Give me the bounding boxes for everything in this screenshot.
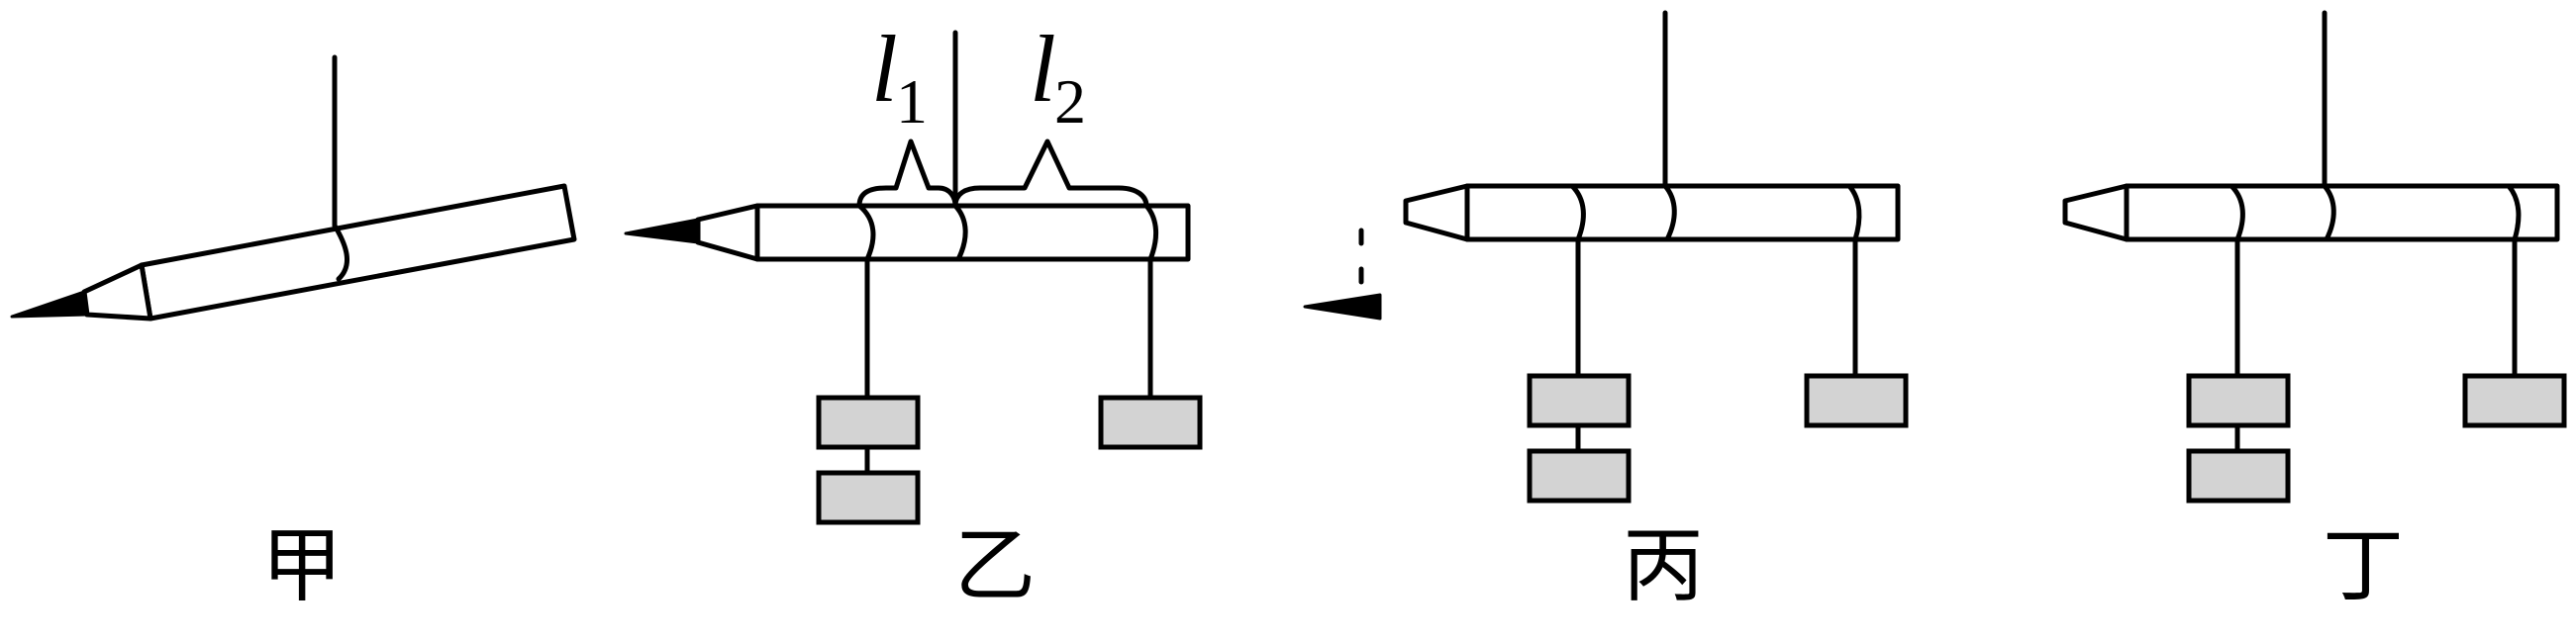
weight-box bbox=[816, 395, 921, 450]
pencil-body bbox=[754, 203, 1191, 262]
pencil-tip bbox=[10, 290, 89, 319]
figure-jia bbox=[10, 54, 577, 322]
caption-yi: 乙 bbox=[954, 519, 1036, 613]
pencil-cone-stub bbox=[1403, 183, 1470, 242]
broken-tip bbox=[1303, 293, 1382, 321]
caption-jia: 甲 bbox=[261, 519, 343, 613]
weight-box bbox=[2186, 373, 2291, 428]
figure-ding bbox=[2062, 10, 2567, 504]
weight-box bbox=[816, 470, 921, 525]
weight-box bbox=[2186, 448, 2291, 504]
pencil-cone bbox=[695, 203, 760, 262]
weight-box bbox=[1098, 395, 1203, 450]
string-loop bbox=[952, 203, 968, 262]
figure-yi: l 1 l 2 bbox=[624, 16, 1203, 525]
string-loop bbox=[2322, 183, 2336, 242]
caption-ding: 丁 bbox=[2323, 519, 2404, 613]
label-l2-subscript: 2 bbox=[1054, 66, 1086, 137]
label-l1-subscript: 1 bbox=[896, 66, 928, 137]
pencil-body bbox=[139, 183, 577, 322]
bracket-l1 bbox=[856, 138, 958, 209]
string-loop bbox=[1662, 183, 1677, 242]
pencil-cone-stub bbox=[2062, 183, 2130, 242]
string-loop bbox=[1143, 203, 1158, 262]
label-l2-symbol: l bbox=[1030, 16, 1056, 122]
pencil-tip bbox=[624, 218, 700, 244]
pencil-body bbox=[2124, 183, 2560, 242]
pencil-cone bbox=[81, 262, 153, 322]
string-loop bbox=[856, 203, 876, 262]
weight-box bbox=[2462, 373, 2567, 428]
pencil-body bbox=[1464, 183, 1901, 242]
caption-bing: 丙 bbox=[1623, 519, 1704, 613]
string-loop bbox=[332, 223, 349, 282]
string-loop bbox=[1569, 183, 1586, 242]
weight-box bbox=[1527, 448, 1632, 504]
string-loop bbox=[2506, 183, 2522, 242]
weight-box bbox=[1527, 373, 1632, 428]
label-l1-symbol: l bbox=[871, 16, 898, 122]
string-loop bbox=[2229, 183, 2245, 242]
string-loop bbox=[1846, 183, 1862, 242]
bracket-l2 bbox=[952, 138, 1149, 209]
figure-bing bbox=[1303, 10, 1909, 504]
weight-box bbox=[1804, 373, 1909, 428]
